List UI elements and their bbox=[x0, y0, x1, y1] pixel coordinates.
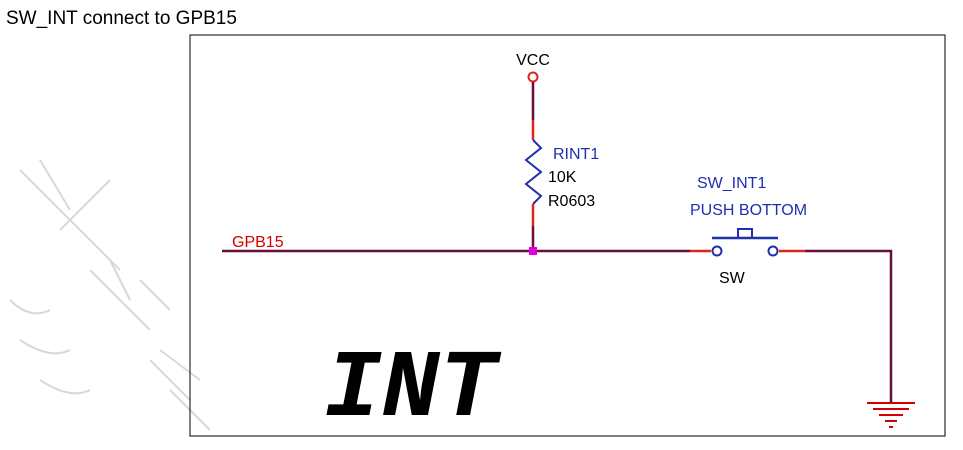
switch-footprint: SW bbox=[719, 270, 746, 287]
switch-contact-right-icon bbox=[767, 245, 779, 257]
resistor-icon bbox=[524, 139, 543, 205]
switch-button-icon bbox=[737, 228, 753, 239]
junction-dot-icon bbox=[529, 247, 537, 255]
switch-contact-left-icon bbox=[711, 245, 723, 257]
schematic-frame bbox=[189, 34, 946, 437]
vcc-power-port-icon bbox=[527, 71, 539, 83]
resistor-ref: RINT1 bbox=[553, 146, 599, 163]
gpb15-net-label: GPB15 bbox=[232, 234, 284, 251]
resistor-footprint: R0603 bbox=[548, 193, 595, 210]
switch-value: PUSH BOTTOM bbox=[690, 202, 807, 219]
vcc-label: VCC bbox=[516, 52, 550, 69]
page-caption: SW_INT connect to GPB15 bbox=[6, 8, 237, 29]
block-title: INT bbox=[324, 335, 502, 444]
ground-wire bbox=[805, 249, 893, 402]
ground-icon bbox=[867, 402, 915, 428]
resistor-value: 10K bbox=[548, 169, 577, 186]
switch-ref: SW_INT1 bbox=[697, 175, 766, 192]
